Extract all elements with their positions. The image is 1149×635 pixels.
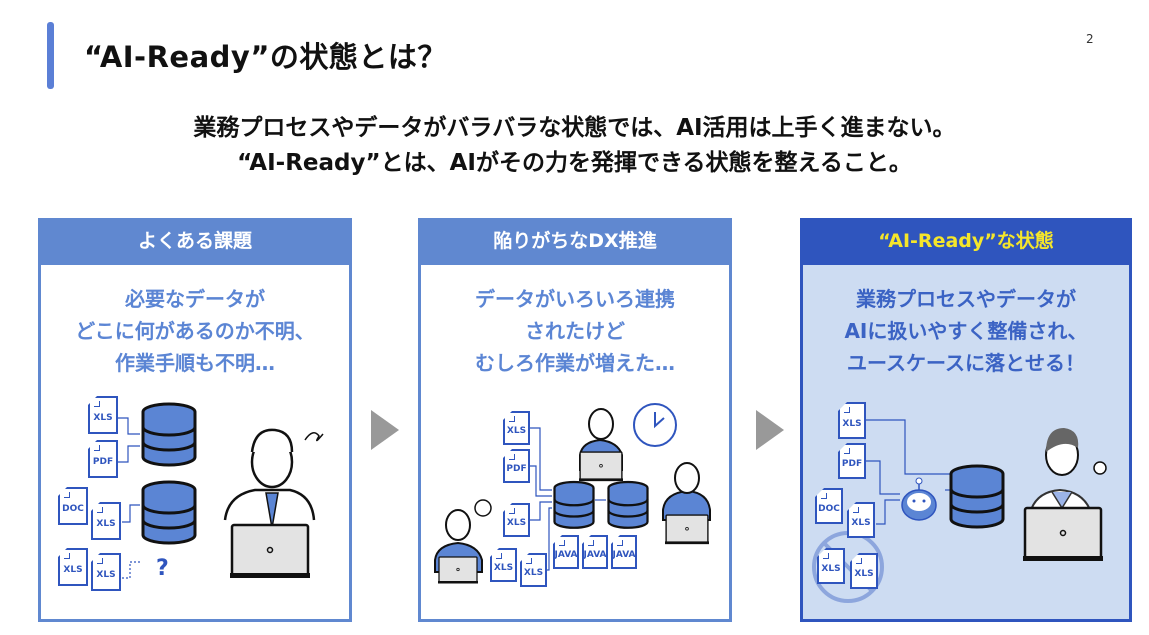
xls-file-icon: XLS: [91, 553, 121, 591]
ai-robot-icon: [901, 477, 937, 521]
java-file-icon: JAVA: [582, 535, 608, 569]
ok-woman-icon: [1021, 428, 1107, 563]
pdf-file-icon: PDF: [88, 440, 118, 478]
page-number: 2: [1086, 32, 1094, 46]
xls-file-icon: XLS: [58, 548, 88, 586]
database-icon: [607, 480, 649, 529]
stressed-woman-icon: [578, 408, 624, 482]
page-title: “AI-Ready”の状態とは？: [84, 40, 447, 74]
title-accent-bar: [47, 22, 54, 89]
xls-file-icon: XLS: [520, 553, 547, 587]
java-file-icon: JAVA: [553, 535, 579, 569]
subtitle-line-2: “AI-Ready”とは、AIがその力を発揮できる状態を整えること。: [237, 150, 912, 176]
clock-icon: [633, 403, 677, 447]
question-mark: ?: [156, 556, 169, 581]
panel-title: よくある課題: [38, 218, 352, 265]
doc-file-icon: DOC: [58, 487, 88, 525]
database-icon: [141, 402, 197, 545]
frustrated-woman-icon: [434, 499, 492, 585]
next-arrow-icon: [371, 410, 399, 450]
xls-file-icon: XLS: [847, 502, 875, 538]
angry-man-icon: [662, 462, 711, 545]
xls-file-icon: XLS: [838, 402, 866, 439]
description-line: 必要なデータが: [125, 287, 265, 311]
xls-file-icon: XLS: [88, 396, 118, 434]
description-line: どこに何があるのか不明、: [75, 319, 315, 343]
java-file-icon: JAVA: [611, 535, 637, 569]
doc-file-icon: DOC: [815, 488, 843, 524]
pdf-file-icon: PDF: [838, 443, 866, 479]
next-arrow-icon: [756, 410, 784, 450]
database-icon: [949, 464, 1005, 529]
xls-file-icon: XLS: [503, 503, 530, 537]
xls-file-icon: XLS: [850, 553, 878, 589]
subtitle-line-1: 業務プロセスやデータがバラバラな状態では、AI活用は上手く進まない。: [193, 115, 956, 141]
confused-man-icon: [223, 428, 324, 580]
database-icon: [553, 480, 595, 529]
panel-description: 必要なデータが どこに何があるのか不明、 作業手順も不明…: [41, 283, 349, 379]
xls-file-icon: XLS: [91, 502, 121, 540]
xls-file-icon: XLS: [490, 548, 517, 582]
description-line: 作業手順も不明…: [115, 351, 275, 375]
pdf-file-icon: PDF: [503, 449, 530, 483]
xls-file-icon: XLS: [503, 411, 530, 445]
xls-file-icon: XLS: [817, 548, 845, 584]
